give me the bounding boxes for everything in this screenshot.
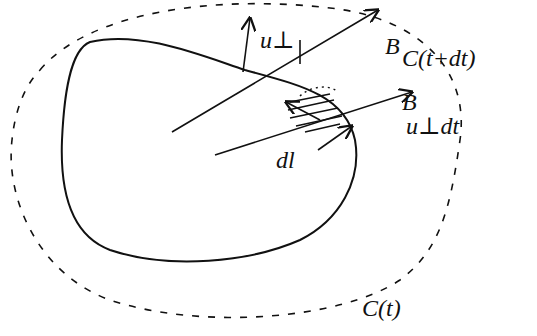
field-label: B	[383, 34, 402, 58]
displaced-edge	[300, 87, 338, 96]
field-line	[172, 10, 378, 132]
dashed-contour	[11, 4, 461, 318]
displacement-label: u⊥dt	[404, 114, 461, 138]
velocity-label: u⊥	[258, 28, 297, 52]
contour-label: C(t+dt)	[400, 46, 478, 70]
normal-arrow	[243, 18, 250, 72]
solid-contour	[62, 39, 357, 262]
field-line	[215, 92, 412, 155]
field-label: B	[400, 90, 419, 114]
element-label: dl	[274, 148, 297, 172]
displacement-arrow	[318, 126, 352, 150]
element-arrow	[286, 102, 320, 120]
swept-area	[288, 94, 342, 132]
contour-label: C(t)	[360, 296, 403, 320]
normal-tick	[299, 40, 301, 64]
